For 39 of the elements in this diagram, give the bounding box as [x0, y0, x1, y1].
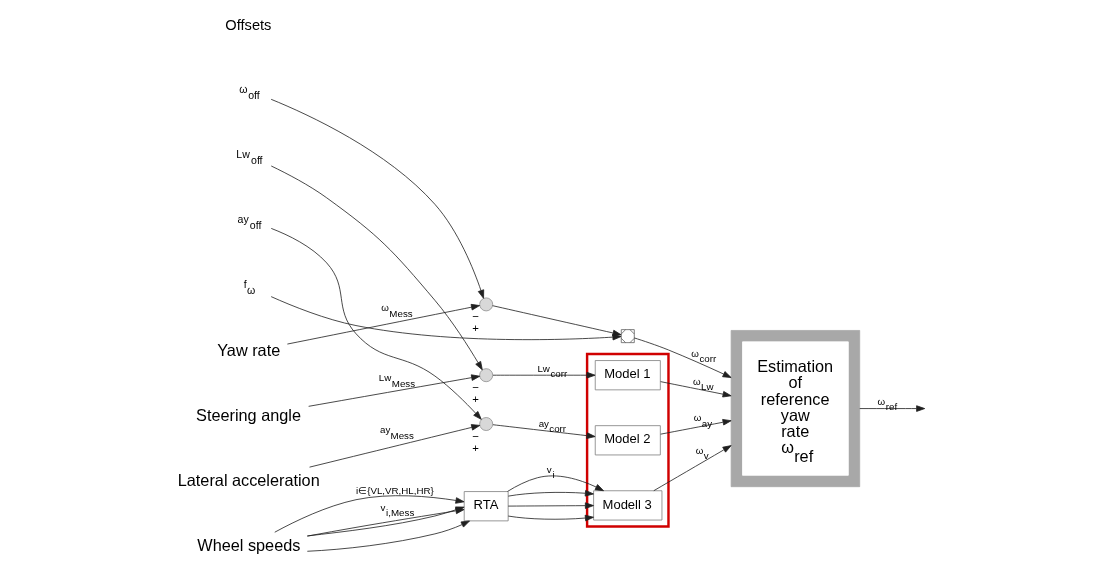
- node-text: Lateral acceleration: [177, 470, 320, 489]
- arrow: [492, 371, 596, 379]
- arrow: [653, 445, 732, 492]
- arrow: [507, 490, 594, 497]
- edge-label: i∈{VL,VR,HL,HR}: [355, 484, 434, 496]
- node-label: −: [472, 310, 480, 323]
- node-text: Yaw rate: [217, 340, 281, 359]
- arrow: [492, 305, 622, 337]
- node-label: −: [472, 380, 480, 393]
- arrow: [270, 296, 622, 341]
- node-circle: [479, 297, 494, 312]
- arrow: [308, 374, 481, 407]
- node-label: +: [472, 393, 480, 406]
- arrow: [633, 337, 732, 378]
- node-box: Model 1: [594, 360, 661, 391]
- arrow: [306, 520, 470, 552]
- node-text: Steering angle: [196, 405, 301, 424]
- node-box: RTA: [463, 491, 509, 522]
- node-circle: [479, 417, 494, 431]
- node-text: Wheel speeds: [197, 535, 301, 554]
- arrow: [270, 228, 482, 420]
- arrow: [309, 424, 481, 468]
- arrow: [270, 98, 485, 299]
- arrow: [660, 381, 732, 398]
- node-box: Modell 3: [593, 490, 663, 521]
- cluster: [730, 330, 861, 488]
- node-label: −: [472, 429, 480, 442]
- label: Offsets: [225, 16, 272, 33]
- arrow: [507, 514, 594, 522]
- arrow: [270, 165, 483, 371]
- arrow: [492, 424, 596, 439]
- node-box: Model 2: [594, 425, 661, 456]
- arrow: [507, 475, 604, 492]
- node-label: +: [472, 322, 480, 335]
- arrow: [286, 303, 480, 345]
- arrow: [660, 419, 732, 435]
- node-label: +: [472, 441, 480, 454]
- node-circle: [479, 368, 494, 383]
- arrow: [507, 502, 594, 509]
